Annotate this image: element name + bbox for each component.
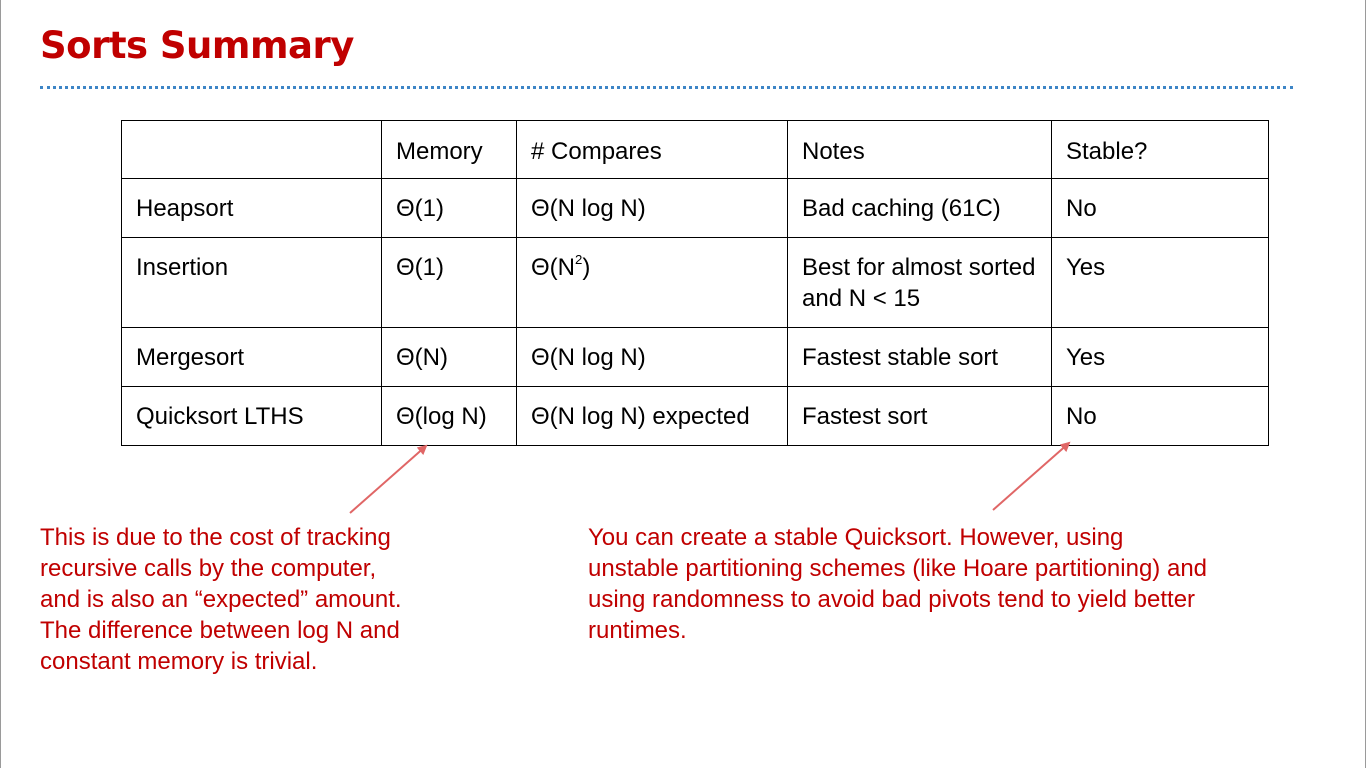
sort-name-cell: Mergesort bbox=[121, 327, 382, 387]
compares-close-paren: ) bbox=[582, 254, 591, 281]
compares-cell: Θ(N log N) bbox=[516, 178, 788, 238]
compares-exponent: 2 bbox=[575, 252, 583, 268]
table-row: Heapsort Θ(1) Θ(N log N) Bad caching (61… bbox=[121, 178, 1269, 238]
compares-cell: Θ(N log N) bbox=[516, 327, 788, 387]
header-cell-compares: # Compares bbox=[516, 120, 788, 179]
stable-cell: Yes bbox=[1051, 237, 1269, 328]
table-header-row: Memory # Compares Notes Stable? bbox=[121, 120, 1269, 179]
stability-explanation-note: You can create a stable Quicksort. Howev… bbox=[588, 524, 1208, 644]
memory-cell: Θ(1) bbox=[381, 237, 517, 328]
notes-cell: Bad caching (61C) bbox=[787, 178, 1052, 238]
notes-cell: Best for almost sorted and N < 15 bbox=[787, 237, 1052, 328]
sort-name-cell: Quicksort LTHS bbox=[121, 386, 382, 446]
header-cell-stable: Stable? bbox=[1051, 120, 1269, 179]
title-divider bbox=[40, 86, 1293, 89]
memory-cell: Θ(1) bbox=[381, 178, 517, 238]
compares-base: Θ(N bbox=[531, 254, 575, 281]
header-cell-sort bbox=[121, 120, 382, 179]
slide-title: Sorts Summary bbox=[40, 24, 354, 67]
notes-cell: Fastest stable sort bbox=[787, 327, 1052, 387]
sorts-summary-table: Memory # Compares Notes Stable? Heapsort… bbox=[121, 120, 1269, 446]
notes-cell: Fastest sort bbox=[787, 386, 1052, 446]
stable-cell: No bbox=[1051, 178, 1269, 238]
table-row: Quicksort LTHS Θ(log N) Θ(N log N) expec… bbox=[121, 386, 1269, 446]
table-row: Insertion Θ(1) Θ(N2) Best for almost sor… bbox=[121, 237, 1269, 328]
header-cell-memory: Memory bbox=[381, 120, 517, 179]
header-cell-notes: Notes bbox=[787, 120, 1052, 179]
stable-cell: No bbox=[1051, 386, 1269, 446]
memory-explanation-note: This is due to the cost of tracking recu… bbox=[40, 524, 402, 675]
table-row: Mergesort Θ(N) Θ(N log N) Fastest stable… bbox=[121, 327, 1269, 387]
sort-name-cell: Insertion bbox=[121, 237, 382, 328]
memory-cell: Θ(log N) bbox=[381, 386, 517, 446]
memory-cell: Θ(N) bbox=[381, 327, 517, 387]
compares-cell: Θ(N log N) expected bbox=[516, 386, 788, 446]
sort-name-cell: Heapsort bbox=[121, 178, 382, 238]
compares-cell: Θ(N2) bbox=[516, 237, 788, 328]
stable-cell: Yes bbox=[1051, 327, 1269, 387]
